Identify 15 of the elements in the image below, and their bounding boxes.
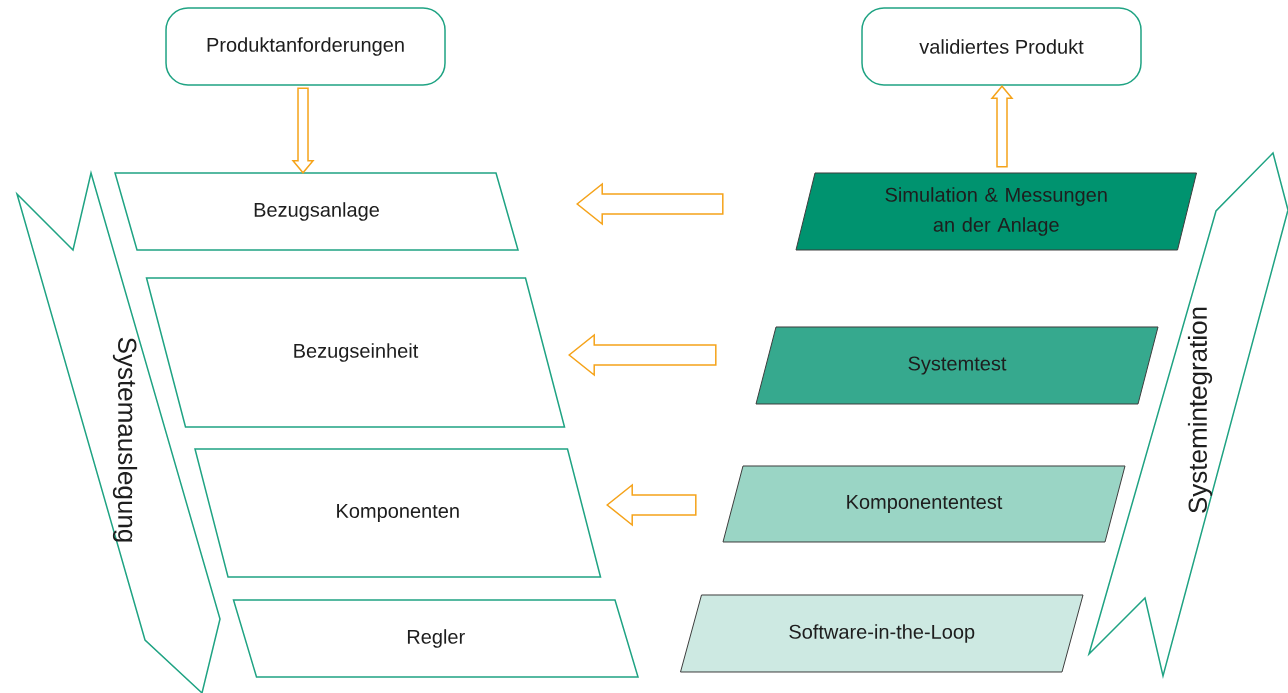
rounded-box: validiertes Produkt xyxy=(861,7,1142,86)
parallelogram-box: Bezugsanlage xyxy=(114,172,519,251)
block-arrow xyxy=(568,333,717,377)
parallelogram-box: Komponenten xyxy=(194,448,602,578)
block-arrow xyxy=(291,87,315,174)
parallelogram-box: Systemtest xyxy=(755,326,1159,405)
block-arrow xyxy=(576,182,724,226)
parallelogram-box: Software-in-the-Loop xyxy=(680,594,1084,673)
parallelogram-box: Komponententest xyxy=(722,465,1126,543)
rounded-box: Produktanforderungen xyxy=(165,7,446,86)
parallelogram-box: Regler xyxy=(232,599,639,678)
parallelogram-box: Simulation & Messungen an der Anlage xyxy=(795,172,1197,251)
block-arrow xyxy=(990,85,1014,168)
parallelogram-box: Bezugseinheit xyxy=(145,277,566,428)
block-arrow xyxy=(606,483,697,527)
